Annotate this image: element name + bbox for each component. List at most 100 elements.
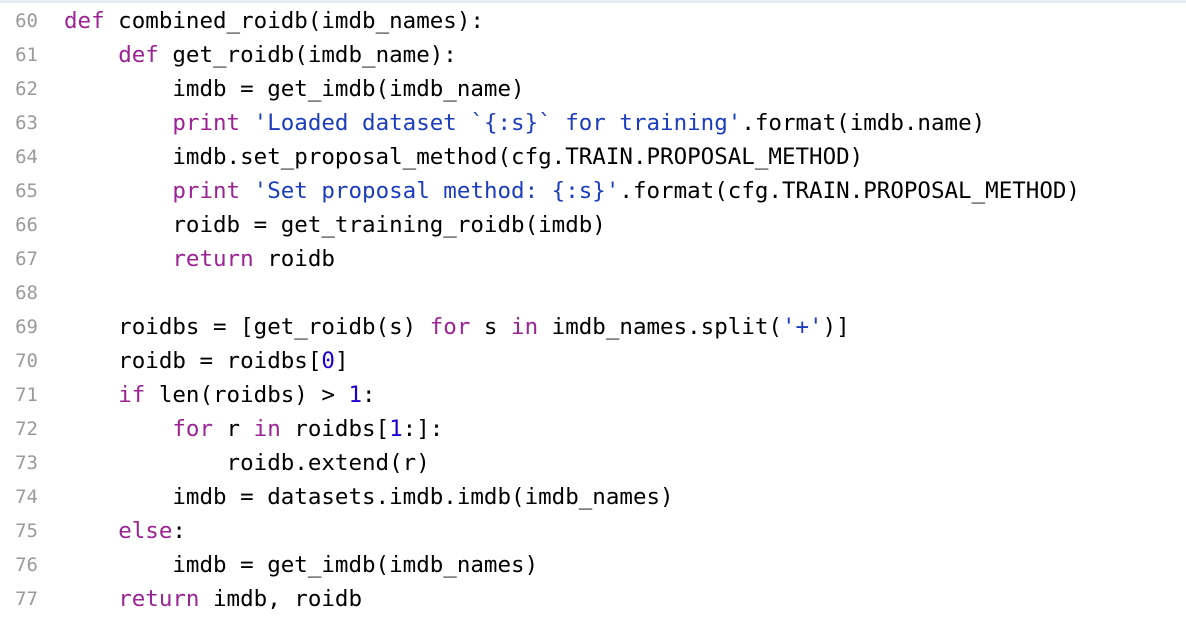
line-number: 75 [15,520,38,542]
code-line[interactable]: 67 return roidb [0,242,1186,276]
code-text[interactable]: roidb = get_training_roidb(imdb) [64,208,606,242]
line-number: 62 [15,78,38,100]
code-line[interactable]: 75 else: [0,514,1186,548]
code-text[interactable]: return imdb, roidb [64,582,362,616]
code-token [64,178,172,204]
keyword-token: def [64,8,105,34]
line-number: 74 [15,486,38,508]
code-line[interactable]: 72 for r in roidbs[1:]: [0,412,1186,446]
code-token [64,42,118,68]
code-line[interactable]: 71 if len(roidbs) > 1: [0,378,1186,412]
line-number: 66 [15,214,38,236]
code-text[interactable]: roidbs = [get_roidb(s) for s in imdb_nam… [64,310,850,344]
code-token [64,416,172,442]
code-line[interactable]: 60 def combined_roidb(imdb_names): [0,4,1186,38]
code-token: roidbs[ [280,416,390,442]
code-text[interactable]: print 'Set proposal method: {:s}'.format… [64,174,1080,208]
code-line[interactable]: 64 imdb.set_proposal_method(cfg.TRAIN.PR… [0,140,1186,174]
code-token: roidbs = [get_roidb(s) [64,314,430,340]
code-token: get_roidb(imdb_name): [158,42,457,68]
keyword-token: print [172,110,241,136]
code-token: combined_roidb(imdb_names): [104,8,484,34]
code-text[interactable]: print 'Loaded dataset `{:s}` for trainin… [64,106,985,140]
code-token: imdb, roidb [199,586,363,612]
code-text[interactable]: imdb.set_proposal_method(cfg.TRAIN.PROPO… [64,140,863,174]
keyword-token: print [172,178,241,204]
keyword-token: return [118,586,200,612]
code-token: :]: [402,416,444,442]
line-number: 69 [15,316,38,338]
code-text[interactable]: imdb = datasets.imdb.imdb(imdb_names) [64,480,674,514]
line-number: 67 [15,248,38,270]
keyword-token: in [253,416,281,442]
code-text[interactable]: imdb = get_imdb(imdb_names) [64,548,538,582]
keyword-token: def [118,42,159,68]
code-line[interactable]: 76 imdb = get_imdb(imdb_names) [0,548,1186,582]
string-token: '+' [781,314,823,340]
code-text[interactable]: def combined_roidb(imdb_names): [64,4,484,38]
code-line[interactable]: 61 def get_roidb(imdb_name): [0,38,1186,72]
code-token: imdb = datasets.imdb.imdb(imdb_names) [64,484,674,510]
code-token: imdb_names.split( [538,314,782,340]
code-token: imdb = get_imdb(imdb_names) [64,552,539,578]
code-token: : [362,382,376,408]
code-token [64,382,118,408]
code-text[interactable]: imdb = get_imdb(imdb_name) [64,72,524,106]
line-number: 72 [15,418,38,440]
code-token [240,110,254,136]
code-line[interactable]: 63 print 'Loaded dataset `{:s}` for trai… [0,106,1186,140]
line-number: 65 [15,180,38,202]
code-token: imdb.set_proposal_method(cfg.TRAIN.PROPO… [64,144,864,170]
code-token: r [213,416,254,442]
keyword-token: if [118,382,146,408]
code-line[interactable]: 70 roidb = roidbs[0] [0,344,1186,378]
code-text[interactable]: else: [64,514,186,548]
code-line[interactable]: 66 roidb = get_training_roidb(imdb) [0,208,1186,242]
keyword-token: return [172,246,254,272]
code-text[interactable]: roidb.extend(r) [64,446,430,480]
code-line[interactable]: 69 roidbs = [get_roidb(s) for s in imdb_… [0,310,1186,344]
code-line[interactable]: 74 imdb = datasets.imdb.imdb(imdb_names) [0,480,1186,514]
number-token: 1 [389,416,403,442]
code-line[interactable]: 68 [0,276,1186,310]
code-text[interactable]: if len(roidbs) > 1: [64,378,376,412]
code-line[interactable]: 73 roidb.extend(r) [0,446,1186,480]
code-token: )] [822,314,850,340]
code-token [240,178,254,204]
code-token: roidb = get_training_roidb(imdb) [64,212,606,238]
line-number: 60 [15,10,38,32]
number-token: 1 [348,382,363,408]
code-token: roidb = roidbs[ [64,348,322,374]
code-line[interactable]: 65 print 'Set proposal method: {:s}'.for… [0,174,1186,208]
keyword-token: in [511,314,539,340]
line-number: 68 [15,282,38,304]
line-number: 70 [15,350,38,372]
line-number: 64 [15,146,38,168]
code-token: s [470,314,512,340]
string-token: 'Loaded dataset `{:s}` for training' [253,110,742,136]
code-token: roidb.extend(r) [64,450,430,476]
code-token [64,518,118,544]
string-token: 'Set proposal method: {:s}' [253,178,620,204]
editor-top-border [0,0,1186,3]
line-number: 76 [15,554,38,576]
code-line[interactable]: 77 return imdb, roidb [0,582,1186,616]
code-token [64,246,172,272]
code-text[interactable]: roidb = roidbs[0] [64,344,348,378]
code-text[interactable]: return roidb [64,242,335,276]
line-number: 63 [15,112,38,134]
code-token: .format(cfg.TRAIN.PROPOSAL_METHOD) [619,178,1080,204]
number-token: 0 [321,348,335,374]
code-token: : [172,518,186,544]
code-line[interactable]: 62 imdb = get_imdb(imdb_name) [0,72,1186,106]
code-token [64,110,172,136]
line-number: 61 [15,44,38,66]
line-number: 77 [15,588,38,610]
line-number: 71 [15,384,38,406]
code-token: .format(imdb.name) [741,110,986,136]
keyword-token: for [429,314,471,340]
code-text[interactable]: def get_roidb(imdb_name): [64,38,457,72]
line-number: 73 [15,452,38,474]
code-text[interactable]: for r in roidbs[1:]: [64,412,443,446]
